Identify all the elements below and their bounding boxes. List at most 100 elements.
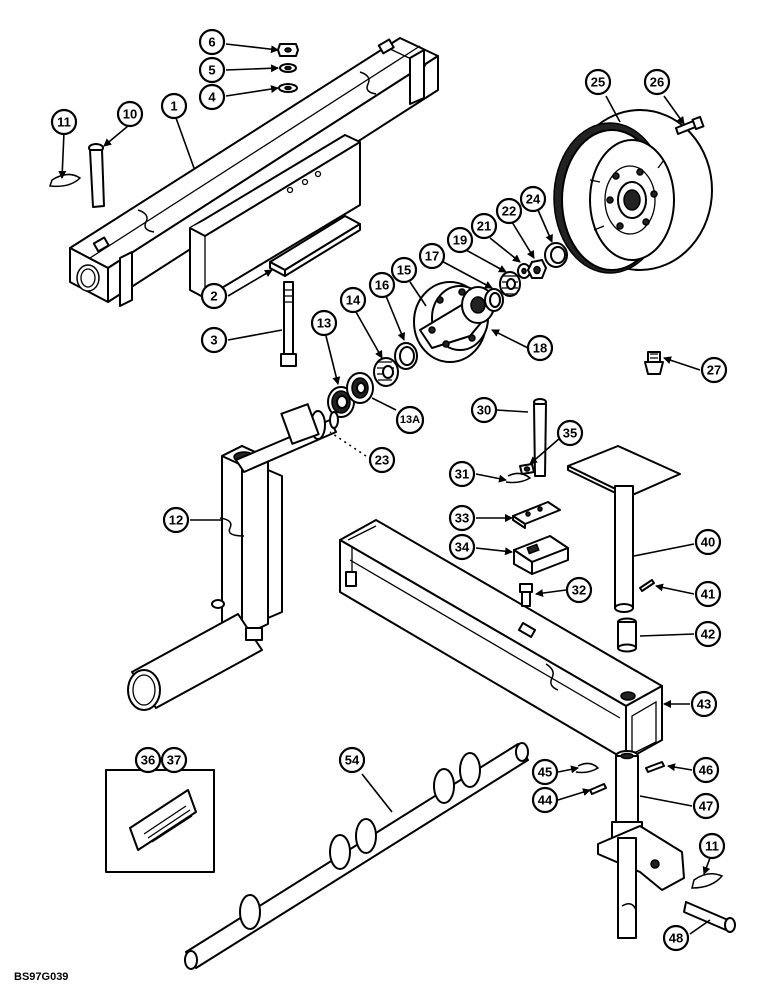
jack-assembly: [597, 750, 736, 939]
svg-text:4: 4: [208, 90, 216, 105]
callout-37: 37: [160, 746, 188, 774]
svg-text:21: 21: [477, 219, 491, 234]
callout-36: 36: [134, 746, 162, 774]
callout-14: 14: [339, 286, 367, 314]
callout-16: 16: [368, 271, 396, 299]
svg-text:6: 6: [208, 35, 215, 50]
svg-text:11: 11: [57, 115, 71, 130]
svg-text:47: 47: [699, 799, 713, 814]
svg-text:37: 37: [167, 753, 181, 768]
svg-text:33: 33: [455, 511, 469, 526]
callout-22: 22: [495, 197, 523, 225]
hair-pin-clip-upper: [48, 173, 82, 188]
callout-11-lower: 11: [698, 832, 726, 860]
svg-text:45: 45: [538, 765, 552, 780]
callout-48: 48: [662, 924, 690, 952]
callout-31: 31: [448, 460, 476, 488]
callout-35: 35: [556, 419, 584, 447]
svg-text:16: 16: [375, 278, 389, 293]
hardware-44-45: [575, 762, 607, 795]
svg-text:3: 3: [210, 333, 217, 348]
callout-40: 40: [694, 528, 722, 556]
callout-13a: 13A: [395, 405, 425, 435]
wheel-rim: [553, 109, 713, 274]
callout-23: 23: [368, 446, 396, 474]
svg-text:5: 5: [208, 63, 215, 78]
roll-pin-41: [639, 579, 655, 592]
bearing-cup-16: [394, 342, 418, 370]
callout-32: 32: [565, 576, 593, 604]
svg-text:17: 17: [425, 249, 439, 264]
svg-text:31: 31: [455, 467, 469, 482]
bearing-cone-14: [373, 357, 399, 387]
decal-box: [105, 769, 215, 873]
svg-text:25: 25: [591, 75, 605, 90]
callout-45: 45: [531, 758, 559, 786]
svg-text:36: 36: [141, 753, 155, 768]
svg-text:46: 46: [699, 763, 713, 778]
clamp-34: [513, 535, 569, 575]
nut-22: [527, 259, 547, 279]
callout-42: 42: [694, 620, 722, 648]
jack-stand: [567, 445, 681, 613]
mounting-bracket: [189, 134, 361, 299]
callout-11-upper: 11: [50, 108, 78, 136]
drawing-code: BS97G039: [14, 971, 68, 983]
roll-pin-46: [645, 761, 665, 773]
svg-text:34: 34: [455, 540, 470, 555]
callout-34: 34: [448, 533, 476, 561]
svg-text:32: 32: [572, 583, 586, 598]
plate-33: [512, 501, 561, 529]
callout-12: 12: [162, 506, 190, 534]
callout-33: 33: [448, 504, 476, 532]
svg-text:48: 48: [669, 931, 683, 946]
bearing-cup-13a: [346, 372, 374, 404]
callout-46: 46: [692, 756, 720, 784]
svg-text:13A: 13A: [400, 414, 420, 426]
callout-43: 43: [690, 690, 718, 718]
callout-4: 4: [198, 83, 226, 111]
callout-26: 26: [643, 68, 671, 96]
callout-3: 3: [200, 326, 228, 354]
leader-lines: [58, 43, 711, 935]
callout-13: 13: [310, 309, 338, 337]
hub-15: [413, 281, 495, 363]
bearing-cup-17: [484, 288, 504, 312]
svg-text:15: 15: [397, 263, 411, 278]
svg-text:18: 18: [533, 341, 547, 356]
clip-31: [505, 472, 532, 484]
callout-6: 6: [198, 28, 226, 56]
svg-text:26: 26: [650, 75, 664, 90]
callout-15: 15: [390, 256, 418, 284]
svg-text:24: 24: [526, 192, 541, 207]
pin-30: [533, 398, 547, 477]
callout-41: 41: [694, 580, 722, 608]
pin: [88, 143, 105, 208]
valve-stem: [644, 351, 664, 375]
svg-text:54: 54: [345, 753, 360, 768]
callout-17: 17: [418, 242, 446, 270]
callout-18: 18: [526, 334, 554, 362]
axle-shaft: [184, 742, 529, 970]
callout-30: 30: [470, 396, 498, 424]
svg-text:44: 44: [538, 793, 553, 808]
svg-text:40: 40: [701, 535, 715, 550]
callout-10: 10: [116, 100, 144, 128]
svg-text:11: 11: [705, 839, 719, 854]
svg-text:1: 1: [170, 99, 177, 114]
bearing-cone-19: [499, 271, 521, 297]
svg-text:35: 35: [563, 426, 577, 441]
svg-text:43: 43: [697, 697, 711, 712]
svg-text:10: 10: [123, 107, 137, 122]
svg-text:27: 27: [707, 363, 721, 378]
svg-text:42: 42: [701, 627, 715, 642]
callout-2: 2: [200, 282, 228, 310]
svg-text:2: 2: [210, 289, 217, 304]
spindle-arm: [127, 403, 339, 711]
cap-24: [544, 242, 568, 268]
tube-42: [617, 617, 637, 653]
callout-5: 5: [198, 56, 226, 84]
callout-27: 27: [700, 356, 728, 384]
callout-25: 25: [584, 68, 612, 96]
svg-text:13: 13: [317, 316, 331, 331]
